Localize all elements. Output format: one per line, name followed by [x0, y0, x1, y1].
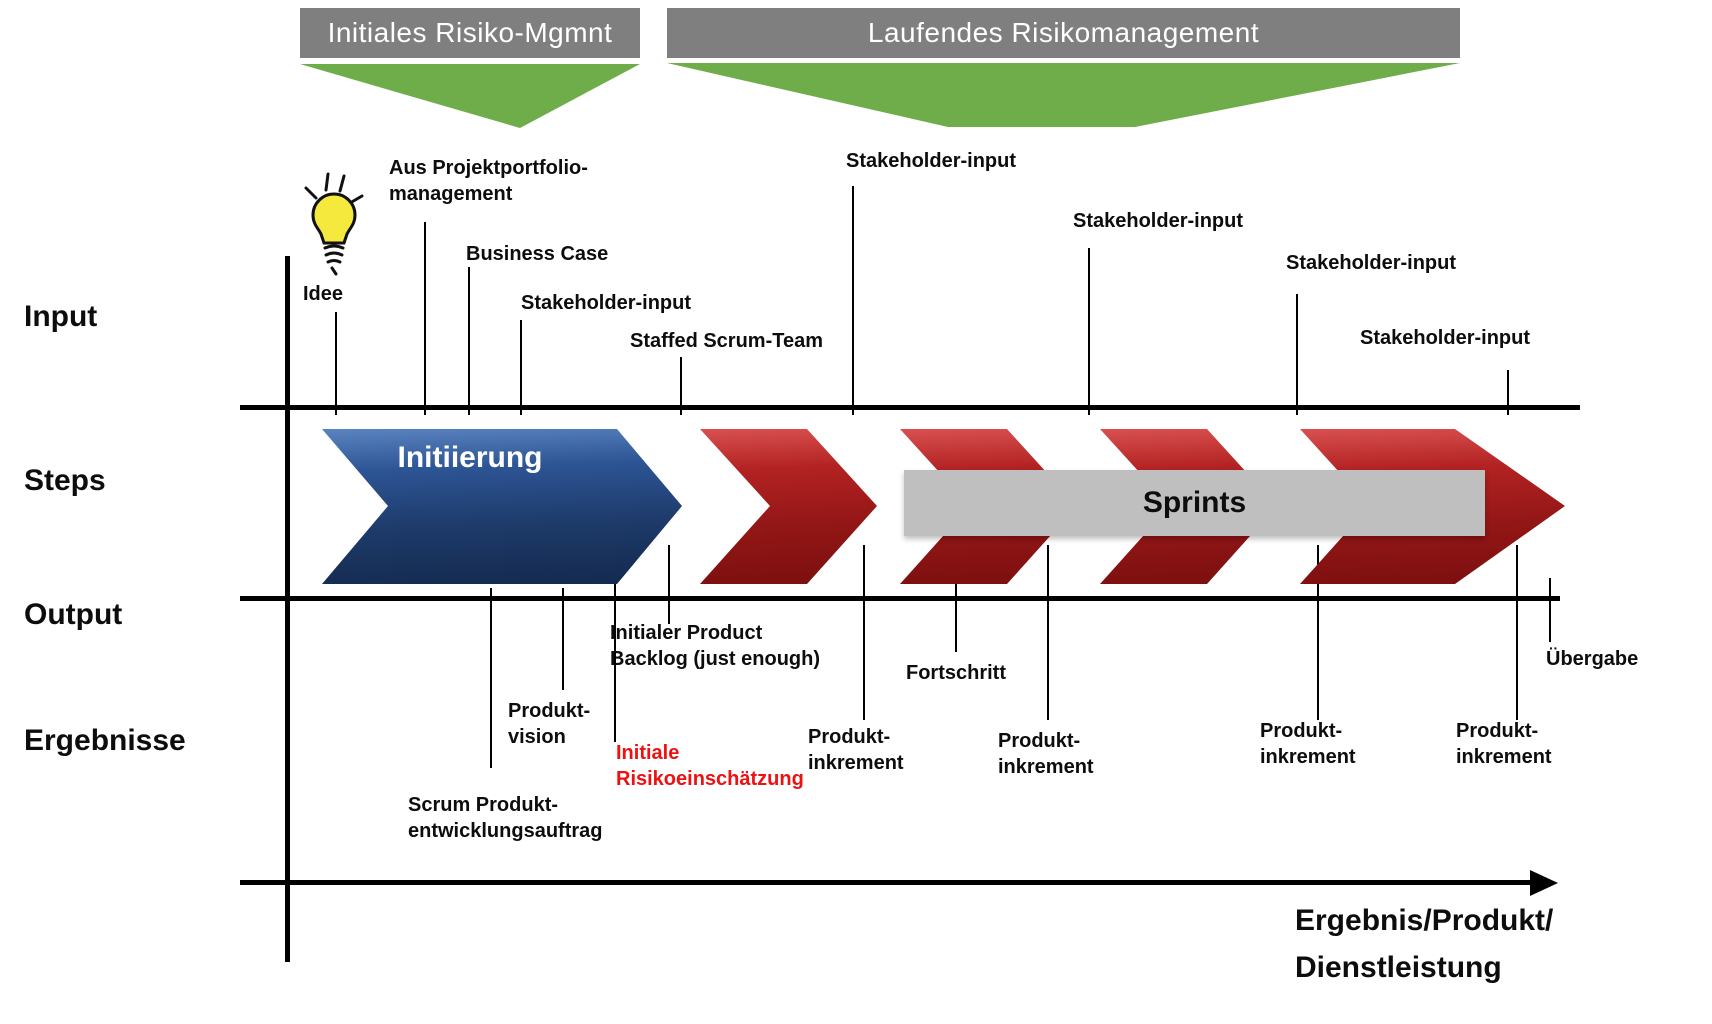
tick-initiale-risiko	[614, 560, 616, 742]
tick-portfolio	[424, 222, 426, 415]
lightbulb-icon	[304, 172, 364, 276]
input-label-stakeholder-3: Stakeholder-input	[1073, 210, 1244, 232]
step-arrow-initiierung: Initiierung	[322, 429, 682, 584]
sprints-bar: Sprints	[904, 470, 1485, 536]
output-label-produktinkrement-3: Produkt- inkrement	[1260, 720, 1356, 769]
output-label-produktinkrement-2: Produkt- inkrement	[998, 730, 1094, 779]
axis-caption-ergebnis: Ergebnis/Produkt/ Dienstleistung	[1295, 904, 1554, 984]
input-label-stakeholder-1: Stakeholder-input	[521, 292, 692, 314]
output-label-produktinkrement-4: Produkt- inkrement	[1456, 720, 1552, 769]
tick-stakeholder-2	[852, 186, 854, 415]
output-label-initiale-risiko: Initiale Risikoeinschätzung	[616, 742, 804, 791]
tick-business-case	[468, 267, 470, 415]
bottom-axis-arrowhead	[1530, 869, 1558, 896]
phase-bar-ongoing-risk: Laufendes Risikomanagement	[667, 8, 1460, 58]
tick-stakeholder-1	[520, 320, 522, 415]
output-label-uebergabe: Übergabe	[1546, 648, 1639, 670]
step-chevron-sprint-1	[700, 429, 877, 584]
input-label-staffed-team: Staffed Scrum-Team	[630, 330, 824, 352]
phase-bar-initial-risk: Initiales Risiko-Mgmnt	[300, 8, 640, 58]
tick-stakeholder-3	[1088, 248, 1090, 415]
input-label-idee: Idee	[303, 283, 344, 305]
output-label-fortschritt: Fortschritt	[906, 662, 1006, 684]
output-label-produktvision: Produkt- vision	[508, 700, 591, 749]
tick-staffed-team	[680, 357, 682, 415]
step-arrow-initiierung-label: Initiierung	[397, 441, 543, 474]
tick-produktinkrement-3	[1317, 545, 1319, 720]
row-label-steps: Steps	[24, 464, 106, 497]
funnel-shape-ongoing	[667, 63, 1460, 127]
output-label-initialer-backlog: Initialer Product Backlog (just enough)	[610, 622, 820, 671]
left-axis-line	[285, 256, 290, 962]
row-label-ergebnisse: Ergebnisse	[24, 724, 186, 757]
funnel-triangle-initial	[300, 64, 640, 128]
tick-idee	[335, 312, 337, 415]
input-steps-divider	[240, 405, 1580, 410]
output-label-produktinkrement-1: Produkt- inkrement	[808, 726, 904, 775]
input-label-stakeholder-2: Stakeholder-input	[846, 150, 1017, 172]
tick-fortschritt	[955, 545, 957, 652]
tick-produktvision	[562, 588, 564, 690]
tick-stakeholder-5	[1507, 370, 1509, 415]
input-label-stakeholder-5: Stakeholder-input	[1360, 327, 1531, 349]
row-label-output: Output	[24, 598, 123, 631]
steps-output-divider	[240, 596, 1560, 601]
bottom-axis-line	[240, 880, 1535, 885]
input-label-portfolio: Aus Projektportfolio- management	[389, 157, 588, 206]
input-label-business-case: Business Case	[466, 243, 609, 265]
tick-stakeholder-4	[1296, 294, 1298, 415]
tick-scrum-auftrag	[490, 588, 492, 768]
tick-initialer-backlog	[668, 545, 670, 624]
tick-uebergabe	[1549, 578, 1551, 642]
input-label-stakeholder-4: Stakeholder-input	[1286, 252, 1457, 274]
tick-produktinkrement-1	[863, 545, 865, 720]
output-label-scrum-auftrag: Scrum Produkt- entwicklungsauftrag	[408, 794, 603, 843]
row-label-input: Input	[24, 300, 98, 333]
tick-produktinkrement-4	[1516, 545, 1518, 720]
tick-produktinkrement-2	[1047, 545, 1049, 720]
